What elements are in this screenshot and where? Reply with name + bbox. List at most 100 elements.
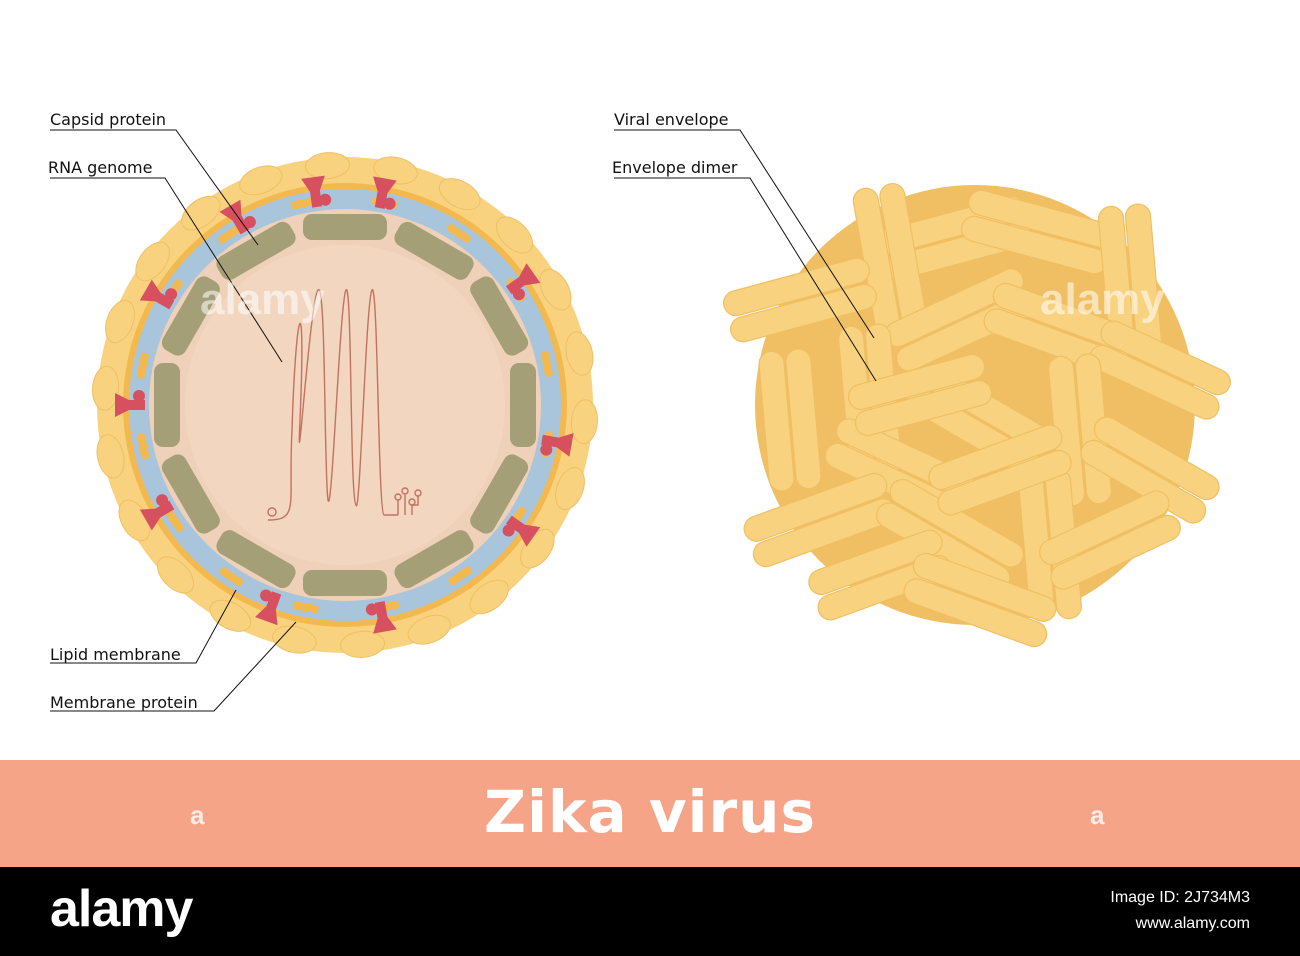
dimer-subunit [1100,320,1231,396]
dimer-subunit [1080,439,1207,524]
zika-virus-diagram: Capsid protein RNA genome Lipid membrane… [48,110,1231,712]
envelope-dimer-leader [614,177,877,382]
envelope-bump [495,216,534,254]
membrane-protein [219,199,256,235]
envelope-bump [105,299,135,344]
envelope-dimer [961,189,1115,275]
rna-genome-strand [267,289,422,521]
dimer-subunit [854,380,993,437]
capsid-protein-segment [161,454,220,534]
lipid-gap [540,350,553,377]
membrane-protein-lobe [540,443,553,456]
membrane-protein-lobe [365,603,378,616]
capsid-protein-segment [216,530,296,589]
dimer-subunit [847,353,986,410]
envelope-bump [539,268,572,311]
dimer-subunit [937,449,1072,516]
capsid-protein-segment [394,530,474,589]
capsid-protein-segment [303,570,387,596]
membrane-protein-lobe [512,288,525,301]
membrane-protein-shape [541,433,574,457]
capsid-protein-leader [50,129,259,246]
envelope-bump [305,152,350,180]
membrane-protein [255,589,282,626]
label-membrane-protein: Membrane protein [50,693,198,712]
membrane-protein [502,515,541,547]
membrane-protein-shape [505,515,541,547]
watermark-mark-right: a [1090,800,1105,830]
dimer-subunit [1050,514,1181,590]
lipid-gap [164,508,184,533]
membrane-protein [505,263,541,301]
envelope-dimer [928,424,1072,516]
membrane-protein-shape [139,500,175,531]
lipid-gap [292,601,319,614]
envelope-bump [181,195,221,231]
viral-envelope-leader [614,129,875,339]
label-lipid-membrane: Lipid membrane [50,645,181,664]
virus-cross-section [92,152,598,658]
capsid-protein-ring [154,214,536,596]
membrane-protein-shape [115,393,145,417]
watermark-mark-left: a [190,800,205,830]
dimer-subunit [1039,490,1170,566]
envelope-dimer [847,353,993,437]
envelope-bump [156,556,195,594]
envelope-bump [407,614,451,645]
footer-site: www.alamy.com [1135,915,1250,932]
membrane-protein-group [115,175,574,634]
footer-bar: alamy Image ID: 2J734M3 www.alamy.com [0,867,1300,956]
envelope-bump [340,630,385,658]
membrane-protein-leader [50,621,297,712]
envelope-bump [438,178,481,211]
watermark-left: alamy [200,275,325,324]
membrane-protein-lobe [260,589,273,602]
rna-genome-leader [50,177,283,363]
membrane-protein-lobe [243,216,256,229]
lipid-gap [446,223,471,243]
dimer-subunit [903,578,1048,648]
dimer-subunit [785,348,822,490]
dimer-subunit [912,552,1057,622]
membrane-protein [115,390,145,417]
envelope-bump [209,599,252,632]
membrane-protein-lobe [319,193,332,206]
lipid-gap [137,433,150,460]
dimer-subunit [743,472,888,542]
dimer-subunit [1093,416,1220,501]
lipid-gap [448,566,473,586]
dimer-subunit [730,283,877,343]
envelope-dimer [1098,203,1162,357]
membrane-protein-shape [255,591,282,626]
lipid-gap [290,197,317,210]
dimer-subunit [928,424,1063,491]
envelope-bump [469,579,509,615]
membrane-protein [365,601,397,634]
envelope-dimer-group [723,183,1231,648]
label-capsid-protein: Capsid protein [50,110,166,129]
lipid-membrane-leader [50,589,237,664]
envelope-bump [92,365,120,411]
capsid-protein-segment [394,221,474,280]
membrane-protein-lobe [165,288,178,301]
core [185,245,505,565]
title-bar: a Zika virus a [0,760,1300,867]
watermark-right: alamy [1040,275,1165,324]
capsid-protein-segment [470,454,529,534]
lipid-gap [217,224,242,244]
dimer-subunit [1089,344,1220,420]
membrane-protein-lobe [502,524,515,537]
label-viral-envelope: Viral envelope [614,110,728,129]
membrane-protein [139,494,175,531]
capsid-protein-segment [216,221,296,280]
capsid-protein-segment [303,214,387,240]
membrane-protein-shape [139,279,175,310]
membrane-protein-shape [373,176,397,209]
envelope-bump [565,331,594,376]
envelope-bumps [92,152,598,658]
membrane-protein [139,279,178,310]
membrane-protein [540,433,574,457]
membrane-protein-lobe [383,197,396,210]
envelope-dimer [1039,490,1181,590]
membrane-protein-shape [301,175,325,208]
